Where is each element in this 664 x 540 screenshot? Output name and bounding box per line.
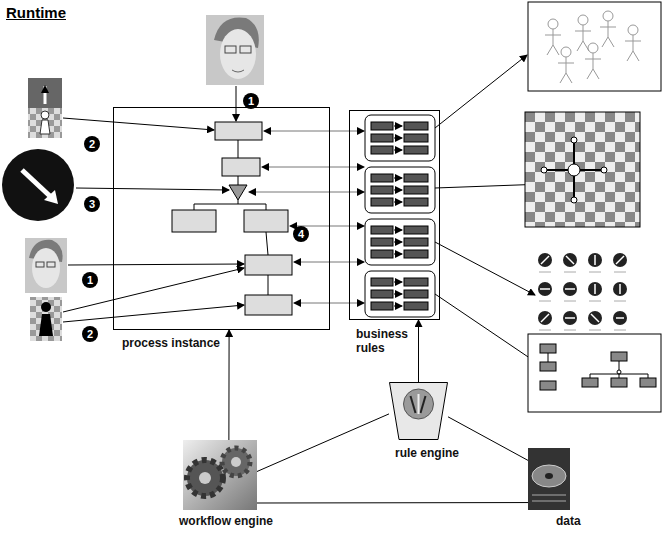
chess-board	[525, 112, 640, 227]
chess-move-icon	[28, 78, 62, 138]
node-label: workflow engine	[179, 514, 273, 528]
callout-number: 1	[82, 272, 98, 288]
person-photo	[25, 238, 67, 293]
connector	[257, 414, 389, 472]
rule-engine: rule engine	[389, 382, 448, 440]
node-label: rule engine	[395, 446, 459, 460]
connector	[448, 417, 528, 461]
callout-number: 1	[243, 93, 259, 109]
structure-panel	[528, 334, 661, 412]
sign-icons	[538, 253, 627, 330]
node-label: process instance	[122, 336, 220, 350]
people-panel	[528, 2, 661, 91]
diagram-title: Runtime	[6, 4, 66, 21]
callout-number: 4	[293, 226, 309, 242]
trapezoid-shape	[389, 382, 448, 440]
process-steps	[172, 122, 292, 315]
disk-picture	[528, 448, 570, 510]
callout-number: 2	[82, 326, 98, 342]
compass-icon	[2, 149, 74, 221]
gears-picture	[183, 440, 257, 510]
node-label: business rules	[356, 327, 418, 355]
connector	[418, 320, 419, 382]
pawn-icon	[30, 297, 62, 341]
rules-box: business rules	[349, 110, 440, 320]
person-photo	[206, 15, 264, 85]
rule-link	[249, 131, 364, 303]
callout-number: 3	[84, 196, 100, 212]
process-box: process instance	[113, 107, 330, 330]
connector	[228, 330, 229, 440]
connector	[257, 502, 528, 503]
data-store: data	[528, 448, 570, 510]
workflow-engine: workflow engine	[183, 440, 257, 510]
node-label: data	[556, 514, 581, 528]
callout-number: 2	[84, 136, 100, 152]
